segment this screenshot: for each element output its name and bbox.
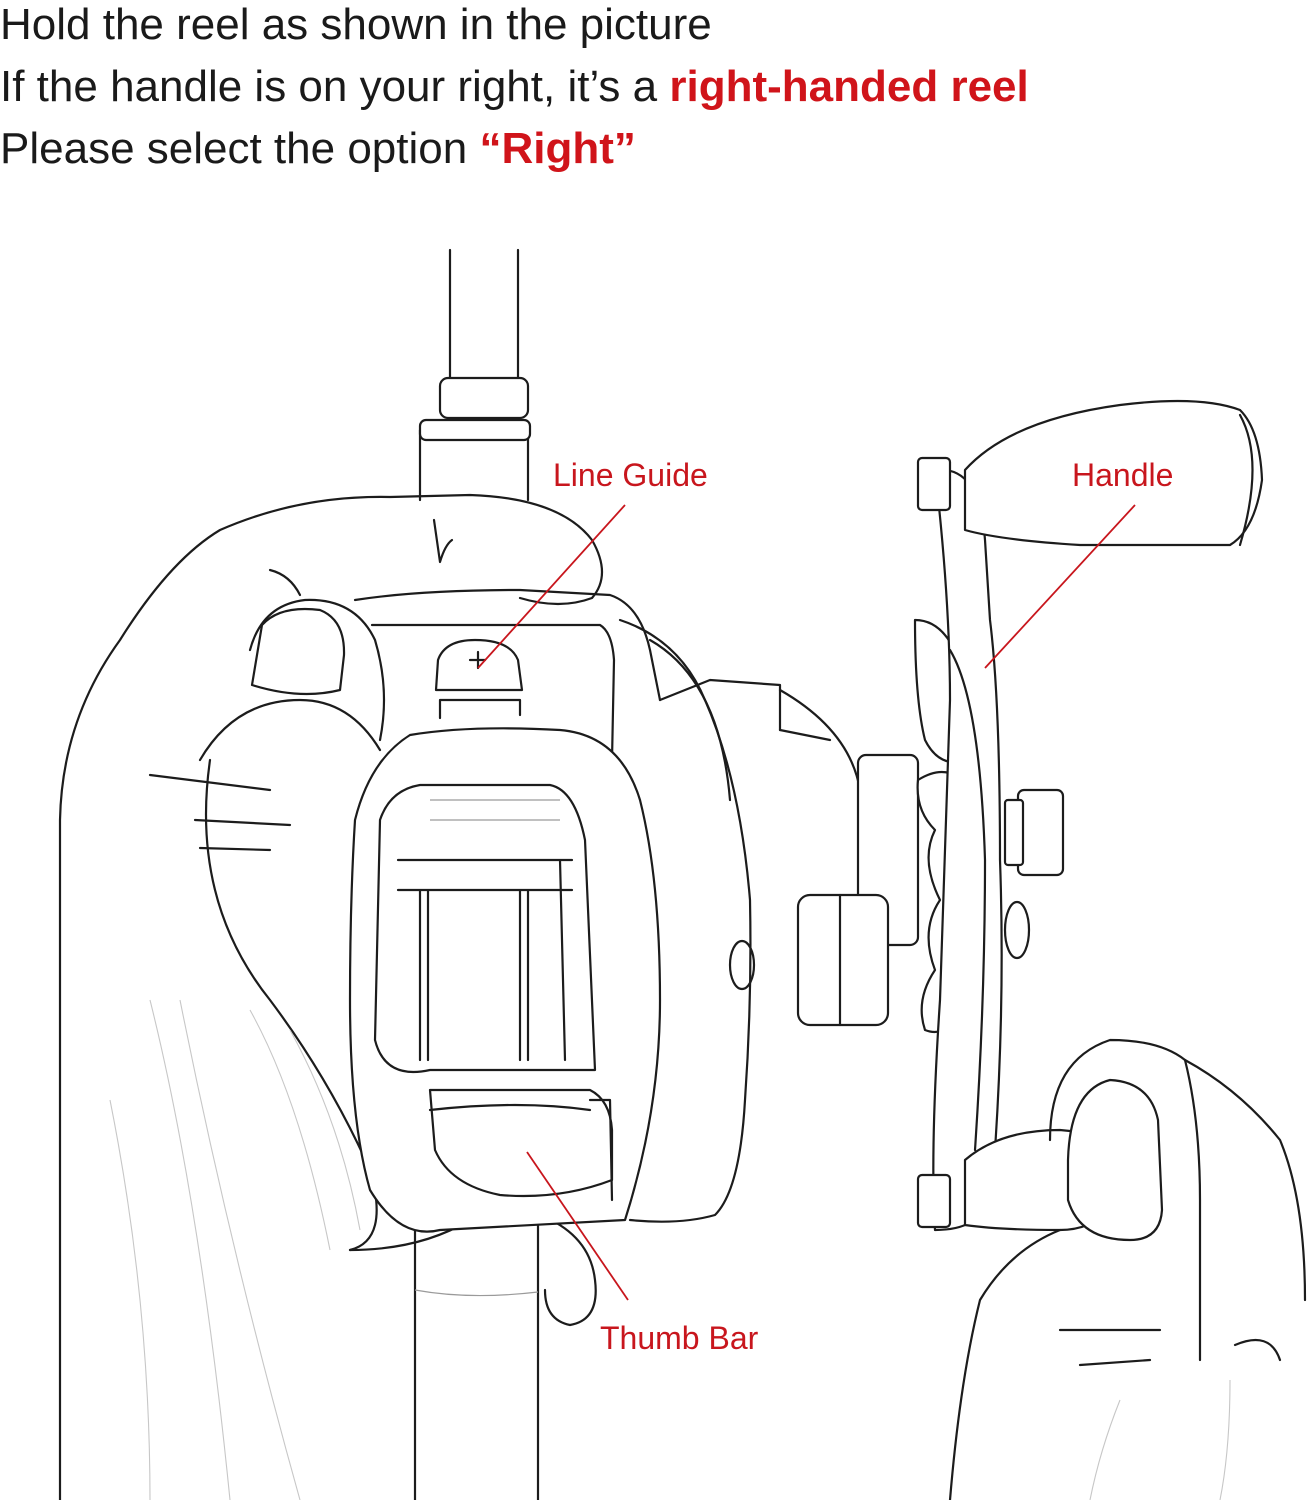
right-handed-reel-highlight: right-handed reel [669,62,1029,111]
right-hand [948,1038,1307,1500]
left-hand [58,493,603,1500]
right-option-highlight: “Right” [479,124,636,173]
reel-handle [916,399,1264,1232]
instruction-line-3: Please select the option “Right” [0,118,636,180]
leader-line-guide [477,504,626,669]
leader-handle [984,504,1136,669]
leader-thumb-bar [526,1151,629,1301]
callout-line-guide: Line Guide [553,457,708,493]
instruction-line-2: If the handle is on your right, it’s a r… [0,56,1029,118]
fishing-rod [413,248,540,1500]
instruction-line-2-text: If the handle is on your right, it’s a [0,62,670,111]
reel-body [348,588,862,1233]
instruction-line-1: Hold the reel as shown in the picture [0,0,712,49]
callout-thumb-bar: Thumb Bar [600,1320,759,1356]
instruction-line-3-text: Please select the option [0,124,480,173]
callout-leaders [477,504,1136,1301]
callout-handle: Handle [1072,457,1173,493]
